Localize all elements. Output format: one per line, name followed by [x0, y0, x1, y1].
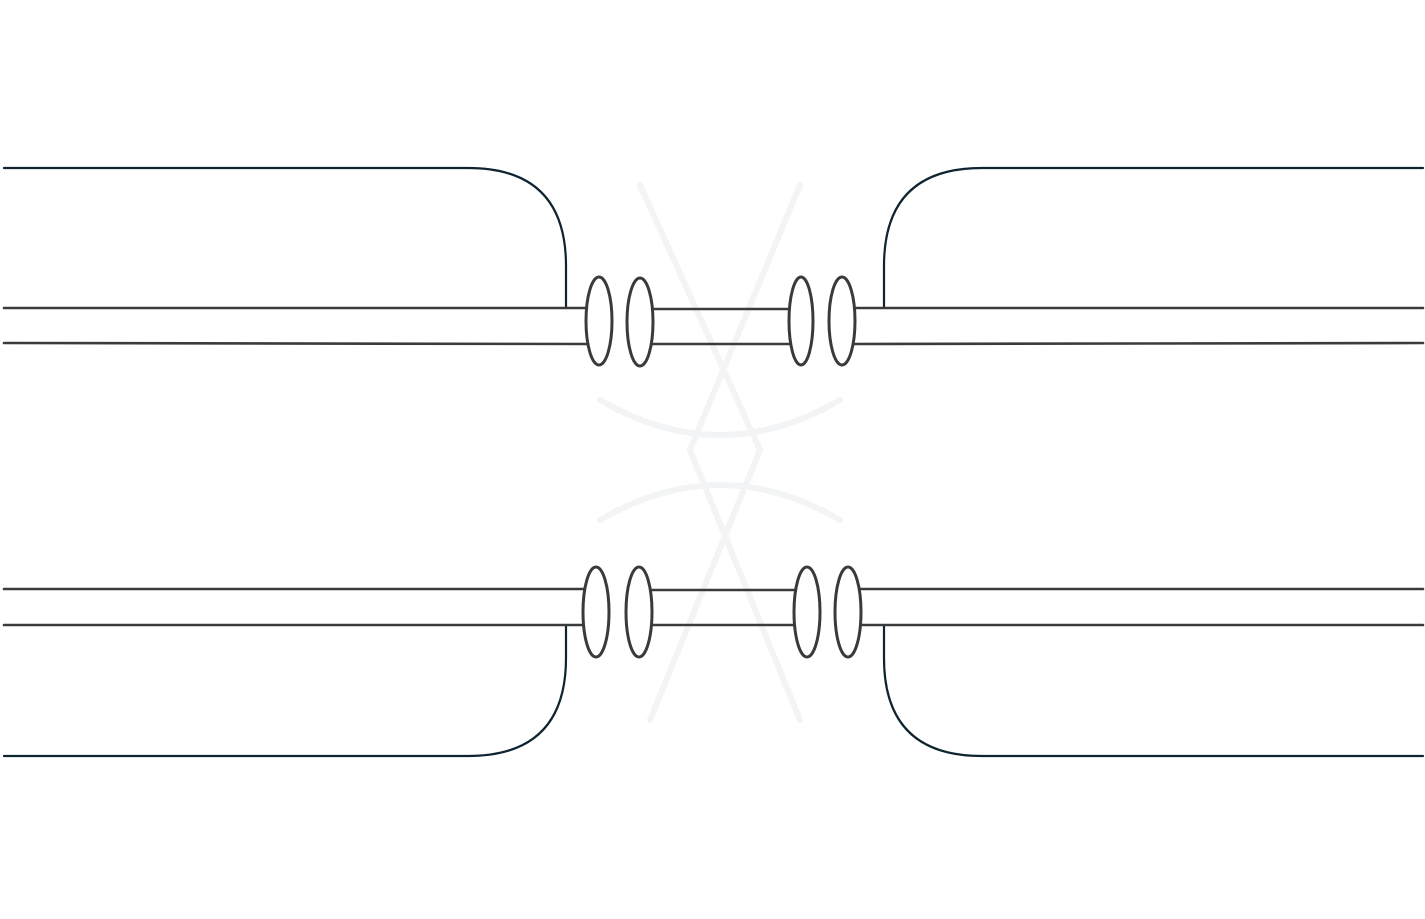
bottom-ring-4 [833, 565, 863, 659]
top-assembly [2, 166, 1425, 368]
ghost-stroke-2 [686, 182, 803, 723]
ghost-stroke-4 [597, 482, 843, 523]
top-ring-2 [625, 276, 655, 368]
top-left-flange-outline [2, 166, 568, 310]
ghost-stroke-3 [597, 397, 843, 438]
top-left-pipe-lower [2, 341, 590, 346]
bottom-ring-3 [792, 565, 822, 659]
bottom-left-flange-outline [2, 623, 568, 758]
top-ring-4 [827, 275, 857, 367]
bottom-right-flange-outline [882, 623, 1425, 758]
bottom-ring-1 [581, 565, 611, 659]
top-right-flange-outline [882, 166, 1425, 310]
bottom-assembly [2, 565, 1425, 758]
top-ring-3 [787, 275, 815, 367]
ghost-pattern [597, 182, 843, 723]
top-ring-1 [584, 275, 614, 367]
bottom-ring-2 [624, 565, 654, 659]
ghost-stroke-1 [637, 182, 764, 723]
top-right-pipe-lower [850, 341, 1425, 346]
